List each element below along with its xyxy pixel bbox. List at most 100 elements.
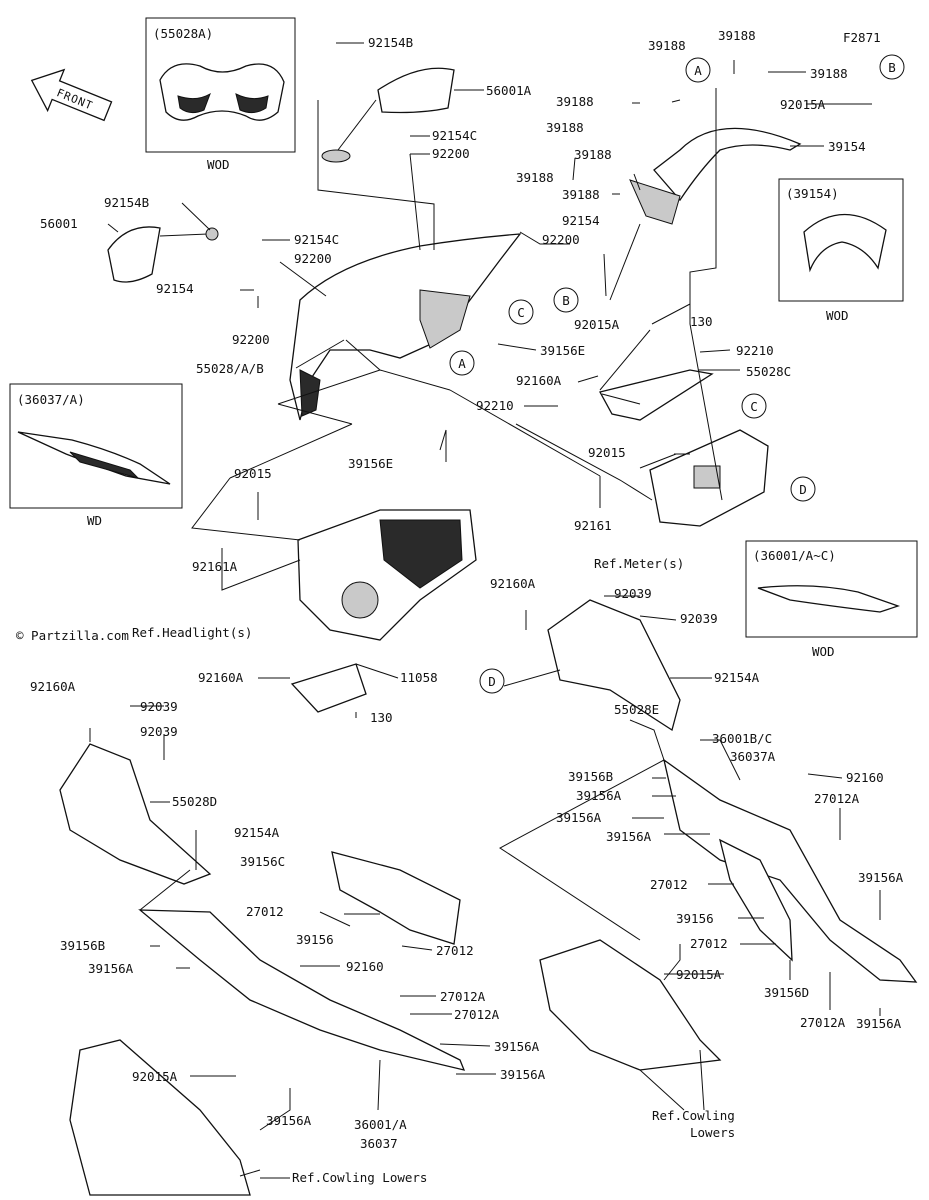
part-label: 27012	[690, 936, 728, 951]
side-panel-55028e	[547, 599, 681, 732]
side-panel-55028d	[59, 743, 212, 885]
part-label: 92160	[346, 959, 384, 974]
callout-a: A	[449, 350, 475, 376]
windshield	[629, 127, 802, 225]
sticker-39156c	[331, 851, 461, 945]
inset-36001a-c: (36001/A~C) WOD	[745, 540, 918, 659]
part-label: 27012	[246, 904, 284, 919]
callout-d: D	[790, 476, 816, 502]
ref-label-line: Ref.Cowling	[652, 1108, 735, 1123]
callout-c: C	[508, 299, 534, 325]
part-label: 92160A	[198, 670, 244, 685]
part-label: 39156C	[240, 854, 285, 869]
part-label: 39156	[296, 932, 334, 947]
part-label: 92154	[156, 281, 194, 296]
part-label: 36037A	[730, 749, 776, 764]
part-label: 92200	[232, 332, 270, 347]
callout-a: A	[685, 57, 711, 83]
part-label: 92015A	[780, 97, 826, 112]
callout-letter: A	[694, 63, 702, 78]
part-label: 92015A	[574, 317, 620, 332]
part-label: 27012	[650, 877, 688, 892]
part-label: 36001B/C	[712, 731, 772, 746]
part-label: 27012A	[454, 1007, 500, 1022]
part-label: 92039	[140, 699, 178, 714]
inset-55028a: (55028A) WOD	[145, 17, 296, 172]
part-label: 39188	[574, 147, 612, 162]
part-label: 92210	[476, 398, 514, 413]
part-label: 39154	[828, 139, 866, 154]
part-label: 39156A	[606, 829, 652, 844]
callout-letter: B	[562, 293, 570, 308]
part-label: 92160	[846, 770, 884, 785]
part-label: 92154B	[104, 195, 149, 210]
callout-letter: C	[517, 305, 525, 320]
part-label: 92154	[562, 213, 600, 228]
figure-code: F2871	[843, 30, 881, 45]
part-label: 92154B	[368, 35, 413, 50]
part-label: 92161	[574, 518, 612, 533]
part-label: 39156A	[576, 788, 622, 803]
part-label: 92161A	[192, 559, 238, 574]
part-label: 92015A	[676, 967, 722, 982]
callout-letter: D	[488, 674, 496, 689]
part-label: 39156A	[856, 1016, 902, 1031]
part-label: 55028E	[614, 702, 659, 717]
part-label: 92154C	[294, 232, 339, 247]
callout-letter: C	[750, 399, 758, 414]
inset-note: WOD	[207, 157, 230, 172]
part-label: 92015A	[132, 1069, 178, 1084]
callout-letter: D	[799, 482, 807, 497]
cowling-lower-right	[539, 939, 722, 1071]
part-label: 92039	[140, 724, 178, 739]
inset-note: WOD	[812, 644, 835, 659]
part-label: 55028D	[172, 794, 217, 809]
part-label: 92154A	[234, 825, 280, 840]
ref-label: Ref.Meter(s)	[594, 556, 684, 571]
sticker-39156d	[719, 838, 793, 962]
part-label: 92200	[542, 232, 580, 247]
part-label: 39188	[546, 120, 584, 135]
part-label: 39156A	[556, 810, 602, 825]
part-label: 36001/A	[354, 1117, 407, 1132]
part-label: 92154C	[432, 128, 477, 143]
part-label: 39156B	[60, 938, 105, 953]
inset-code: (36037/A)	[17, 392, 85, 407]
part-label: 39188	[562, 187, 600, 202]
part-label: 92200	[294, 251, 332, 266]
part-label: 92039	[614, 586, 652, 601]
inset-code: (55028A)	[153, 26, 213, 41]
part-label: 36037	[360, 1136, 398, 1151]
part-labels: 92154B 56001A 92154C 92200 92154B 56001 …	[30, 28, 904, 1185]
side-cowl-right	[662, 758, 918, 983]
part-label: 39156	[676, 911, 714, 926]
part-label: 39156A	[266, 1113, 312, 1128]
part-label: 92154A	[714, 670, 760, 685]
inset-code: (36001/A~C)	[753, 548, 836, 563]
part-label: 130	[690, 314, 713, 329]
part-label: 56001	[40, 216, 78, 231]
part-label: 39156A	[88, 961, 134, 976]
part-label: 27012	[436, 943, 474, 958]
part-label: 39156D	[764, 985, 809, 1000]
part-label: 39156E	[348, 456, 393, 471]
part-label: 39188	[810, 66, 848, 81]
inset-36037a: (36037/A) WD	[9, 383, 183, 528]
mirror-left	[107, 226, 219, 283]
part-label: 39156E	[540, 343, 585, 358]
ref-label-line: Lowers	[690, 1125, 735, 1140]
callout-b: B	[879, 54, 905, 80]
ref-label: Ref.Cowling Lowers	[292, 1170, 427, 1185]
part-label: 27012A	[814, 791, 860, 806]
front-arrow-icon: FRONT	[30, 68, 113, 122]
side-cowl-left	[138, 909, 466, 1071]
watermark-text: © Partzilla.com	[16, 628, 129, 643]
part-label: 11058	[400, 670, 438, 685]
part-label: 39188	[556, 94, 594, 109]
part-label: 92015	[234, 466, 272, 481]
bracket-11058	[290, 663, 367, 713]
part-label: 92160A	[30, 679, 76, 694]
ref-label: Ref.Cowling Lowers	[652, 1108, 742, 1140]
leader-lines	[89, 42, 881, 1179]
